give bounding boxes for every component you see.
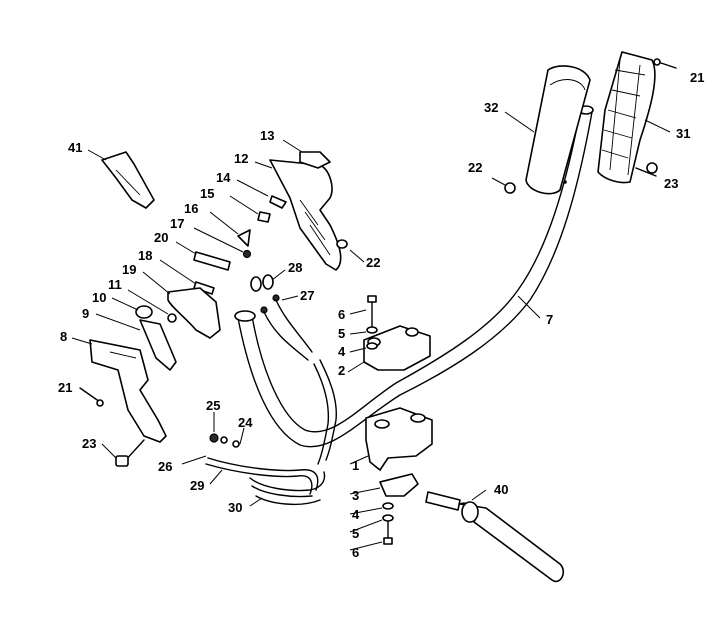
part-13-lever [282,139,331,169]
part-6-screw-lower [349,521,393,551]
label-8: 8 [60,329,67,344]
part-8-handle-housing [71,337,167,443]
part-41-cover [87,149,155,209]
label-25: 25 [206,398,220,413]
label-17: 17 [170,216,184,231]
part-27-cable-ends [260,294,313,361]
screw-23-right [635,162,658,177]
screw-21-left [79,387,104,407]
part-30-spiral-cable [249,495,321,507]
cable-bundle [205,359,338,498]
label-26: 26 [158,459,172,474]
label-23-top: 23 [664,176,678,191]
control-handle-housing [597,51,671,184]
label-4-lower: 4 [352,507,360,522]
part-3-clamp-half [349,473,419,497]
screw-21-top [653,58,677,69]
nut-22-upper [491,177,516,194]
label-15: 15 [200,186,214,201]
label-5-upper: 5 [338,326,345,341]
part-19-housing-cover [142,271,221,339]
part-25-washer [209,412,219,443]
part-40-drive-tube [425,489,565,583]
label-24: 24 [238,415,253,430]
label-19: 19 [122,262,136,277]
callout-labels: 41 13 12 14 15 16 17 20 18 19 11 10 9 8 … [58,70,704,560]
label-29: 29 [190,478,204,493]
label-28: 28 [288,260,302,275]
part-5-washer-lower [349,514,394,533]
label-32: 32 [484,100,498,115]
part-5-washer-upper [349,326,378,335]
part-1-clamp-housing [349,407,433,471]
label-30: 30 [228,500,242,515]
grip-sleeve [504,65,591,195]
label-6-lower: 6 [352,545,359,560]
label-18: 18 [138,248,152,263]
part-14-pin [236,179,287,209]
part-4-washer-lower [349,502,394,515]
label-23-left: 23 [82,436,96,451]
part-15-screw [229,195,271,223]
label-31: 31 [676,126,690,141]
label-7: 7 [546,312,553,327]
part-16-spring [209,211,251,247]
label-3: 3 [352,488,359,503]
part-24-terminal [220,427,245,448]
nut-22-mid [336,239,365,263]
part-6-screw-upper [349,295,377,327]
label-6-upper: 6 [338,307,345,322]
label-11: 11 [108,277,122,292]
part-2-upper-clamp [347,325,431,373]
screw-23-left [101,439,145,467]
part-10-knob [111,297,153,319]
label-1: 1 [352,458,359,473]
label-21-left: 21 [58,380,72,395]
part-17-spring [193,227,252,259]
label-40: 40 [494,482,508,497]
part-29-lead [209,469,223,485]
part-26-terminal [181,455,207,465]
part-4-washer-upper [349,342,378,353]
label-10: 10 [92,290,106,305]
label-22-top: 22 [468,160,482,175]
part-20-rod [175,241,231,271]
label-22-mid: 22 [366,255,380,270]
label-41: 41 [68,140,82,155]
label-9: 9 [82,306,89,321]
label-4-upper: 4 [338,344,346,359]
label-2: 2 [338,363,345,378]
label-16: 16 [184,201,198,216]
part-28-grommets [250,269,286,292]
label-12: 12 [234,151,248,166]
label-5-lower: 5 [352,526,359,541]
label-14: 14 [216,170,231,185]
label-27: 27 [300,288,314,303]
part-11-nut [127,289,177,323]
part-18-clip [159,259,215,295]
label-21-top: 21 [690,70,704,85]
label-13: 13 [260,128,274,143]
throttle-trigger [254,159,342,271]
label-20: 20 [154,230,168,245]
part-9-half-shell [95,313,177,371]
